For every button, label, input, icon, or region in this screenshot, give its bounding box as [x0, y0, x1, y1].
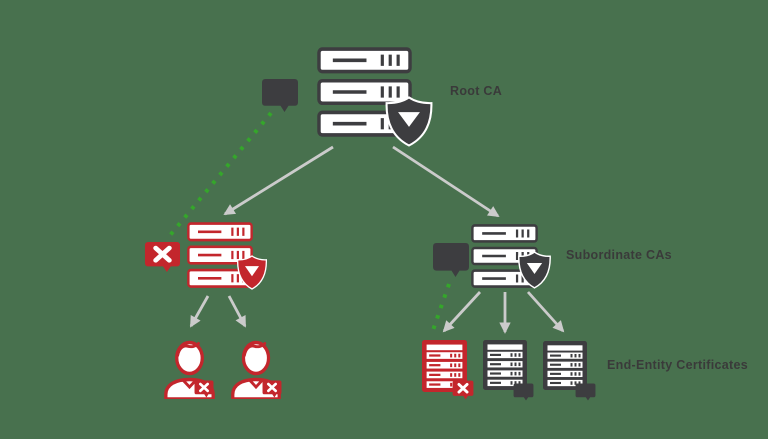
arrow-root-to-revoked-sub-ca	[223, 145, 334, 216]
certificate-rack-icon	[543, 341, 587, 390]
certificate-rack-icon	[483, 340, 527, 390]
arrow-root-to-subordinate-cas	[392, 145, 500, 218]
green-dashed-arrow-right	[429, 283, 451, 337]
end-entity-certificates: End-Entity Certificates	[422, 340, 748, 401]
speech-bubble-badge-icon	[575, 383, 596, 401]
subordinate-cas-label: Subordinate CAs	[566, 248, 672, 262]
subordinate-cas-node: Subordinate CAs	[433, 225, 672, 289]
arrow-sub-to-user-2	[227, 295, 247, 328]
arrow-sub-to-user-1	[189, 295, 210, 328]
hierarchy-arrows	[189, 145, 565, 334]
revocation-paths	[165, 111, 451, 337]
shield-check-icon	[385, 96, 433, 147]
revoked-users	[164, 340, 282, 399]
revoked-x-badge-icon	[452, 380, 474, 400]
speech-bubble-icon	[433, 243, 469, 277]
speech-bubble-badge-icon	[513, 383, 534, 401]
revoked-sub-ca-node	[145, 224, 268, 290]
speech-bubble-icon	[262, 79, 298, 112]
root-ca-label: Root CA	[450, 84, 502, 98]
green-dashed-arrow-left	[165, 111, 273, 241]
revoked-x-bubble-icon	[145, 242, 180, 272]
arrow-sub-to-cert-3	[526, 291, 565, 333]
root-ca-node: Root CA	[262, 49, 502, 147]
arrow-sub-to-cert-1	[442, 291, 482, 333]
end-entity-certificates-label: End-Entity Certificates	[607, 358, 748, 372]
